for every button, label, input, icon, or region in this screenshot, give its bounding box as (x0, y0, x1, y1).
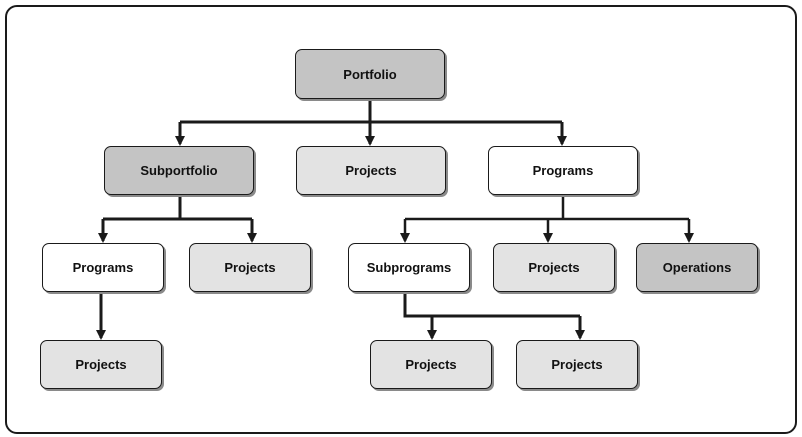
node-programs-level2: Programs (42, 243, 164, 292)
node-projects-level2a: Projects (189, 243, 311, 292)
node-projects-level3b: Projects (370, 340, 492, 389)
connector-subportfolio-bus (103, 195, 252, 221)
node-projects-level3a: Projects (40, 340, 162, 389)
node-projects-level3c: Projects (516, 340, 638, 389)
connector-portfolio-bus (180, 99, 562, 124)
node-projects-level1: Projects (296, 146, 446, 195)
node-subportfolio: Subportfolio (104, 146, 254, 195)
node-projects-level2b: Projects (493, 243, 615, 292)
node-portfolio: Portfolio (295, 49, 445, 99)
node-operations: Operations (636, 243, 758, 292)
node-programs-level1: Programs (488, 146, 638, 195)
node-subprograms: Subprograms (348, 243, 470, 292)
connector-programs-bus (405, 195, 689, 221)
